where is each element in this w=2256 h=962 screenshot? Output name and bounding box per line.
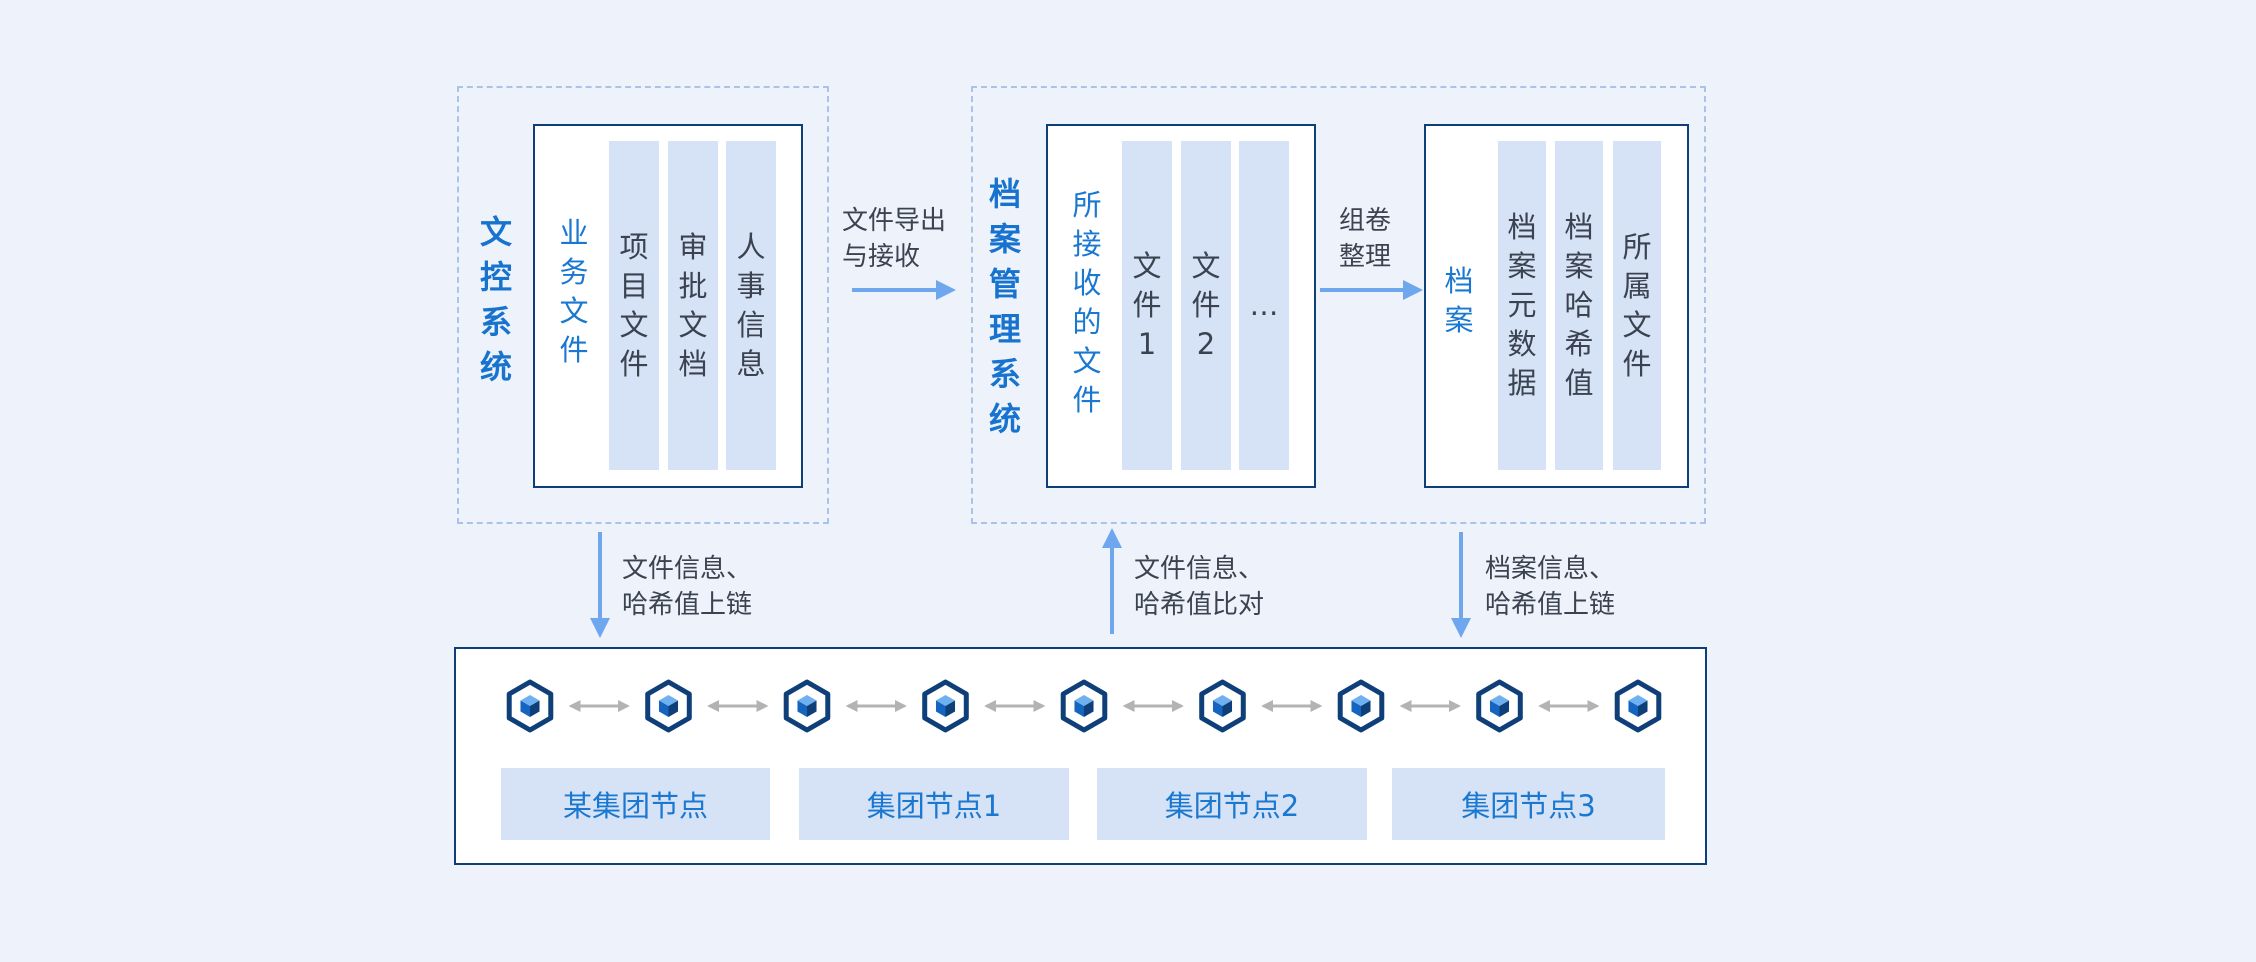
doc-control-region (457, 86, 829, 524)
node-label-group: 某集团节点 (501, 768, 770, 840)
node-label-1: 集团节点1 (799, 768, 1069, 840)
blockchain-cube-icon (1199, 679, 1246, 733)
received-column-more: … (1239, 141, 1289, 470)
blockchain-cube-icon (1614, 679, 1662, 733)
blockchain-cube-icon (506, 679, 554, 733)
blockchain-cube-icon (1476, 679, 1523, 733)
archive-system-region (971, 86, 1706, 524)
archive-column-belonging-files: 所属文件 (1613, 141, 1661, 470)
doc-column-approval-docs: 审批文档 (668, 141, 718, 470)
blockchain-cube-icon (645, 679, 692, 733)
node-label-2: 集团节点2 (1097, 768, 1367, 840)
link-left-label: 文件信息、 哈希值上链 (622, 554, 753, 620)
archive-label: 档案 (1444, 264, 1474, 337)
node-label-3: 集团节点3 (1392, 768, 1665, 840)
received-files-label: 所接收的文件 (1072, 188, 1102, 417)
blockchain-cube-icon (783, 679, 831, 733)
archive-column-hash: 档案哈希值 (1555, 141, 1603, 470)
organize-label: 组卷 整理 (1339, 206, 1392, 272)
blockchain-cube-icon (1337, 679, 1385, 733)
link-middle-label: 文件信息、 哈希值比对 (1134, 554, 1265, 620)
doc-control-title: 文控系统 (479, 213, 512, 386)
business-files-label: 业务文件 (559, 216, 589, 367)
link-right-label: 档案信息、 哈希值上链 (1485, 554, 1616, 620)
archive-column-metadata: 档案元数据 (1498, 141, 1546, 470)
doc-column-hr-info: 人事信息 (726, 141, 776, 470)
blockchain-cube-icon (1060, 679, 1108, 733)
blockchain-cube-icon (922, 679, 969, 733)
blockchain-nodes (506, 679, 1662, 733)
export-receive-label: 文件导出 与接收 (842, 206, 947, 272)
doc-column-project-files: 项目文件 (609, 141, 659, 470)
archive-system-title: 档案管理系统 (988, 175, 1021, 438)
